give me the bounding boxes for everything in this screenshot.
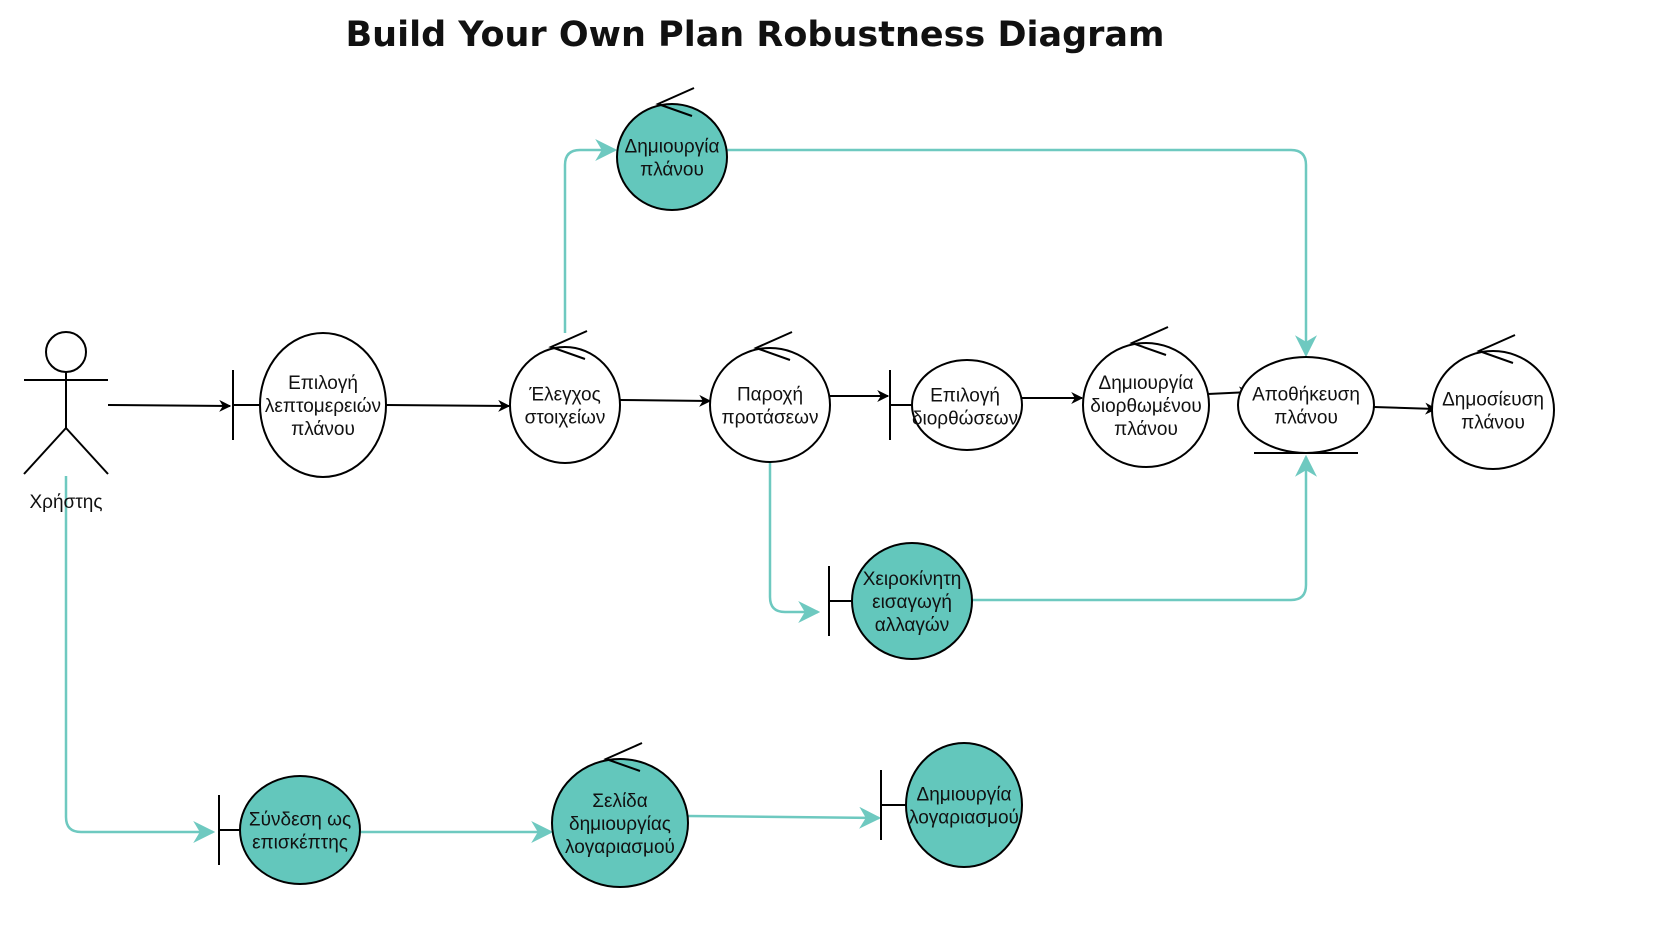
node-label-line: στοιχείων <box>525 408 606 429</box>
node-label-line: αλλαγών <box>875 615 950 636</box>
node-label-line: πλάνου <box>1461 413 1525 434</box>
node-label-line: Δημιουργία <box>1099 373 1194 394</box>
node-label-line: Επιλογή <box>930 386 1000 407</box>
node-label-line: επισκέπτης <box>252 833 348 854</box>
node-label-line: προτάσεων <box>722 408 819 429</box>
edge-n2-to-n3 <box>563 139 618 333</box>
node-label-line: εισαγωγή <box>872 592 952 613</box>
node-label-line: Δημιουργία <box>917 785 1012 806</box>
edge-n1-to-n2 <box>385 399 511 412</box>
actor-layer: Χρήστης <box>23 331 109 513</box>
actor-left-leg <box>23 427 67 475</box>
node-label-line: Σελίδα <box>592 791 648 812</box>
node-label-line: λογαριασμού <box>565 837 675 858</box>
control-circle <box>509 346 621 464</box>
boundary-circle <box>239 775 361 885</box>
control-circle <box>709 347 831 463</box>
actor-right-leg <box>65 427 109 475</box>
edge-n11-to-n12 <box>687 806 882 829</box>
node-label-line: λεπτομερειών <box>265 396 381 417</box>
control-circle <box>551 758 689 888</box>
node-label-line: Χειροκίνητη <box>863 569 962 590</box>
boundary-circle <box>905 742 1023 868</box>
node-label-line: πλάνου <box>1114 419 1178 440</box>
node-label-line: διορθωμένου <box>1090 396 1201 417</box>
node-label-line: Επιλογή <box>288 373 358 394</box>
node-label-line: λογαριασμού <box>909 808 1019 829</box>
edges-layer <box>64 139 1438 843</box>
edge-n2-to-n4 <box>619 394 712 407</box>
control-arrowhead-icon <box>548 330 588 360</box>
edge-n9-to-n7 <box>970 454 1317 602</box>
edge-n3-to-n7 <box>727 148 1317 358</box>
node-label-line: διορθώσεων <box>912 409 1018 430</box>
node-label-line: Έλεγχος <box>528 385 601 406</box>
edge-n7-to-n8 <box>1373 402 1438 415</box>
node-label-line: πλάνου <box>640 160 704 181</box>
boundary-circle <box>851 542 973 660</box>
control-circle <box>1431 350 1555 470</box>
control-arrowhead-icon <box>1476 334 1516 364</box>
control-circle <box>1082 342 1210 468</box>
control-circle <box>616 103 728 211</box>
actor-user[interactable]: Χρήστης <box>23 331 109 513</box>
node-label-line: Αποθήκευση <box>1252 385 1360 406</box>
node-label-line: Δημοσίευση <box>1442 390 1544 411</box>
diagram-title: Build Your Own Plan Robustness Diagram <box>345 15 1164 55</box>
edge-user-to-n10 <box>64 476 216 843</box>
node-label-line: Παροχή <box>737 385 803 406</box>
edge-user-to-n1 <box>107 399 232 412</box>
control-arrowhead-icon <box>655 87 695 117</box>
control-arrowhead-icon <box>1129 326 1169 356</box>
actor-head <box>45 331 87 373</box>
edge-n4-to-n9 <box>768 462 821 623</box>
node-label-line: Δημιουργία <box>625 137 720 158</box>
boundary-circle <box>911 359 1023 451</box>
control-arrowhead-icon <box>603 742 643 772</box>
boundary-circle <box>259 332 387 478</box>
node-label-line: πλάνου <box>1274 408 1338 429</box>
actor-label: Χρήστης <box>29 492 102 513</box>
node-label-line: Σύνδεση ως <box>249 810 351 831</box>
node-label-line: πλάνου <box>291 419 355 440</box>
node-label-line: δημιουργίας <box>569 814 671 835</box>
control-arrowhead-icon <box>753 331 793 361</box>
